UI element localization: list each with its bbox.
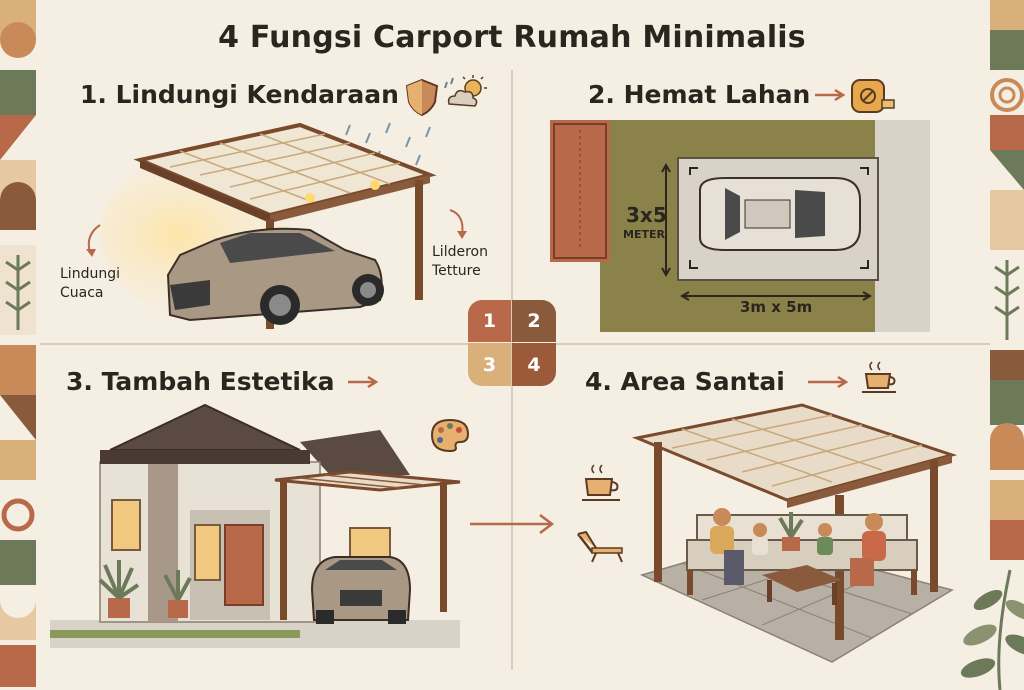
palette-icon [430, 418, 470, 453]
right-decorative-border [990, 0, 1024, 560]
section-4-heading: 4. Area Santai [585, 367, 785, 396]
decorative-plant [960, 569, 1024, 690]
label-lilderon-tetture: Lilderon Tetture [432, 244, 488, 279]
badge-3: 3 [468, 343, 511, 386]
dimension-label: 3m x 5m [740, 298, 813, 316]
arrow-icon [470, 514, 555, 534]
tape-measure-icon [851, 79, 895, 113]
badge-4: 4 [512, 343, 556, 386]
left-decorative-border [0, 0, 36, 687]
shield-icon [405, 78, 439, 117]
size-label-big: 3x5 [626, 203, 667, 227]
arrow-icon [808, 375, 849, 389]
coffee-cup-icon [862, 361, 896, 393]
label-lindungi-cuaca: Lindungi Cuaca [60, 266, 120, 301]
section-3-heading: 3. Tambah Estetika [66, 367, 335, 396]
center-badge: 1 2 3 4 [468, 300, 556, 386]
arrow-icon [348, 375, 379, 389]
coffee-cup-icon [582, 464, 620, 501]
badge-1: 1 [468, 300, 511, 342]
lounge-chair-icon [577, 530, 623, 563]
arrow-icon [815, 88, 846, 102]
weather-icon [444, 75, 487, 107]
page-title: 4 Fungsi Carport Rumah Minimalis [218, 20, 806, 55]
house-illustration [50, 403, 461, 648]
badge-2: 2 [512, 300, 556, 342]
size-label-unit: METER [623, 228, 665, 241]
section-2-heading: 2. Hemat Lahan [588, 80, 811, 109]
section-1-heading: 1. Lindungi Kendaraan [80, 80, 399, 109]
carport-illustration [86, 122, 467, 329]
patio-illustration [631, 403, 958, 663]
parking-plan-illustration [550, 120, 930, 332]
